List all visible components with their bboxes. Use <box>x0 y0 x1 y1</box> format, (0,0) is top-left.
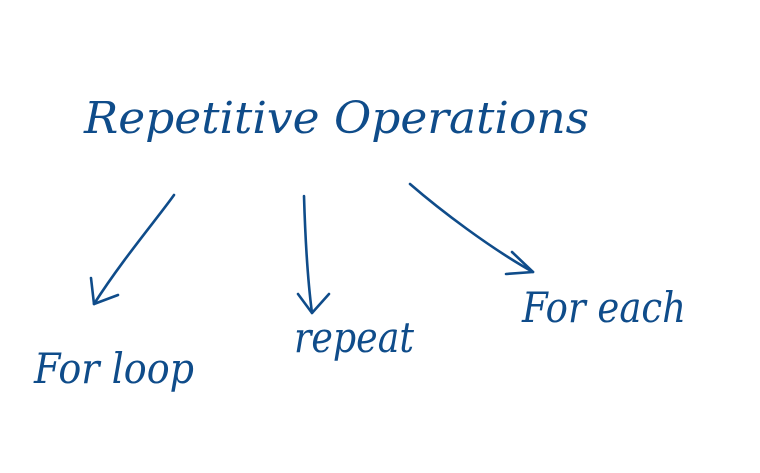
arrow-head <box>89 276 120 306</box>
diagram-title: Repetitive Operations <box>83 93 589 144</box>
arrow-head <box>504 250 535 276</box>
branch-label-for-loop: For loop <box>33 344 194 393</box>
arrow-shaft <box>302 194 314 315</box>
branch-label-repeat: repeat <box>294 313 414 362</box>
arrow-to-repeat <box>296 194 331 315</box>
arrow-shaft <box>92 193 176 306</box>
arrow-to-for-each <box>408 182 535 276</box>
arrow-to-for-loop <box>89 193 176 306</box>
branch-label-for-each: For each <box>521 283 686 332</box>
arrow-head <box>296 292 331 315</box>
arrow-shaft <box>408 182 535 274</box>
